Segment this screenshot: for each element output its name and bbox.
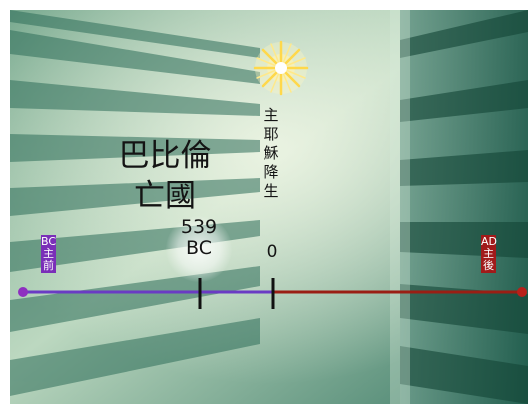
jesus-birth-char: 主 [263,106,279,124]
event-title: 巴比倫 亡國 [90,136,240,216]
marker-glow [166,216,232,282]
jesus-birth-char: 生 [263,182,279,200]
era-bc-code: BC [41,235,57,248]
era-bc-char: 主 [43,247,54,260]
era-ad-char: 主 [483,247,494,260]
marker-539bc-era: BC [186,237,212,259]
era-ad-char: 後 [483,259,494,272]
jesus-birth-label: 主 耶 穌 降 生 [260,106,282,201]
era-ad-code: AD [481,235,497,248]
marker-zero-label: 0 [257,242,287,262]
jesus-birth-char: 穌 [263,144,279,162]
marker-539bc-label: 539 BC [174,217,224,259]
marker-zero-number: 0 [266,242,278,262]
timeline-start-dot [18,287,28,297]
timeline-scene: 巴比倫 亡國 主 耶 穌 降 生 539 BC 0 BC 主 前 AD 主 後 [10,10,528,404]
jesus-birth-char: 降 [263,163,279,181]
event-title-line1: 巴比倫 [118,138,212,174]
era-ad-badge: AD 主 後 [481,235,497,273]
timeline [18,278,527,309]
jesus-birth-char: 耶 [263,125,279,143]
striped-background [10,10,528,404]
era-bc-badge: BC 主 前 [41,235,56,273]
event-title-line2: 亡國 [134,178,196,214]
timeline-end-dot [517,287,527,297]
era-bc-char: 前 [43,259,54,272]
starburst-icon [253,40,309,96]
marker-539bc-number: 539 [180,216,218,238]
